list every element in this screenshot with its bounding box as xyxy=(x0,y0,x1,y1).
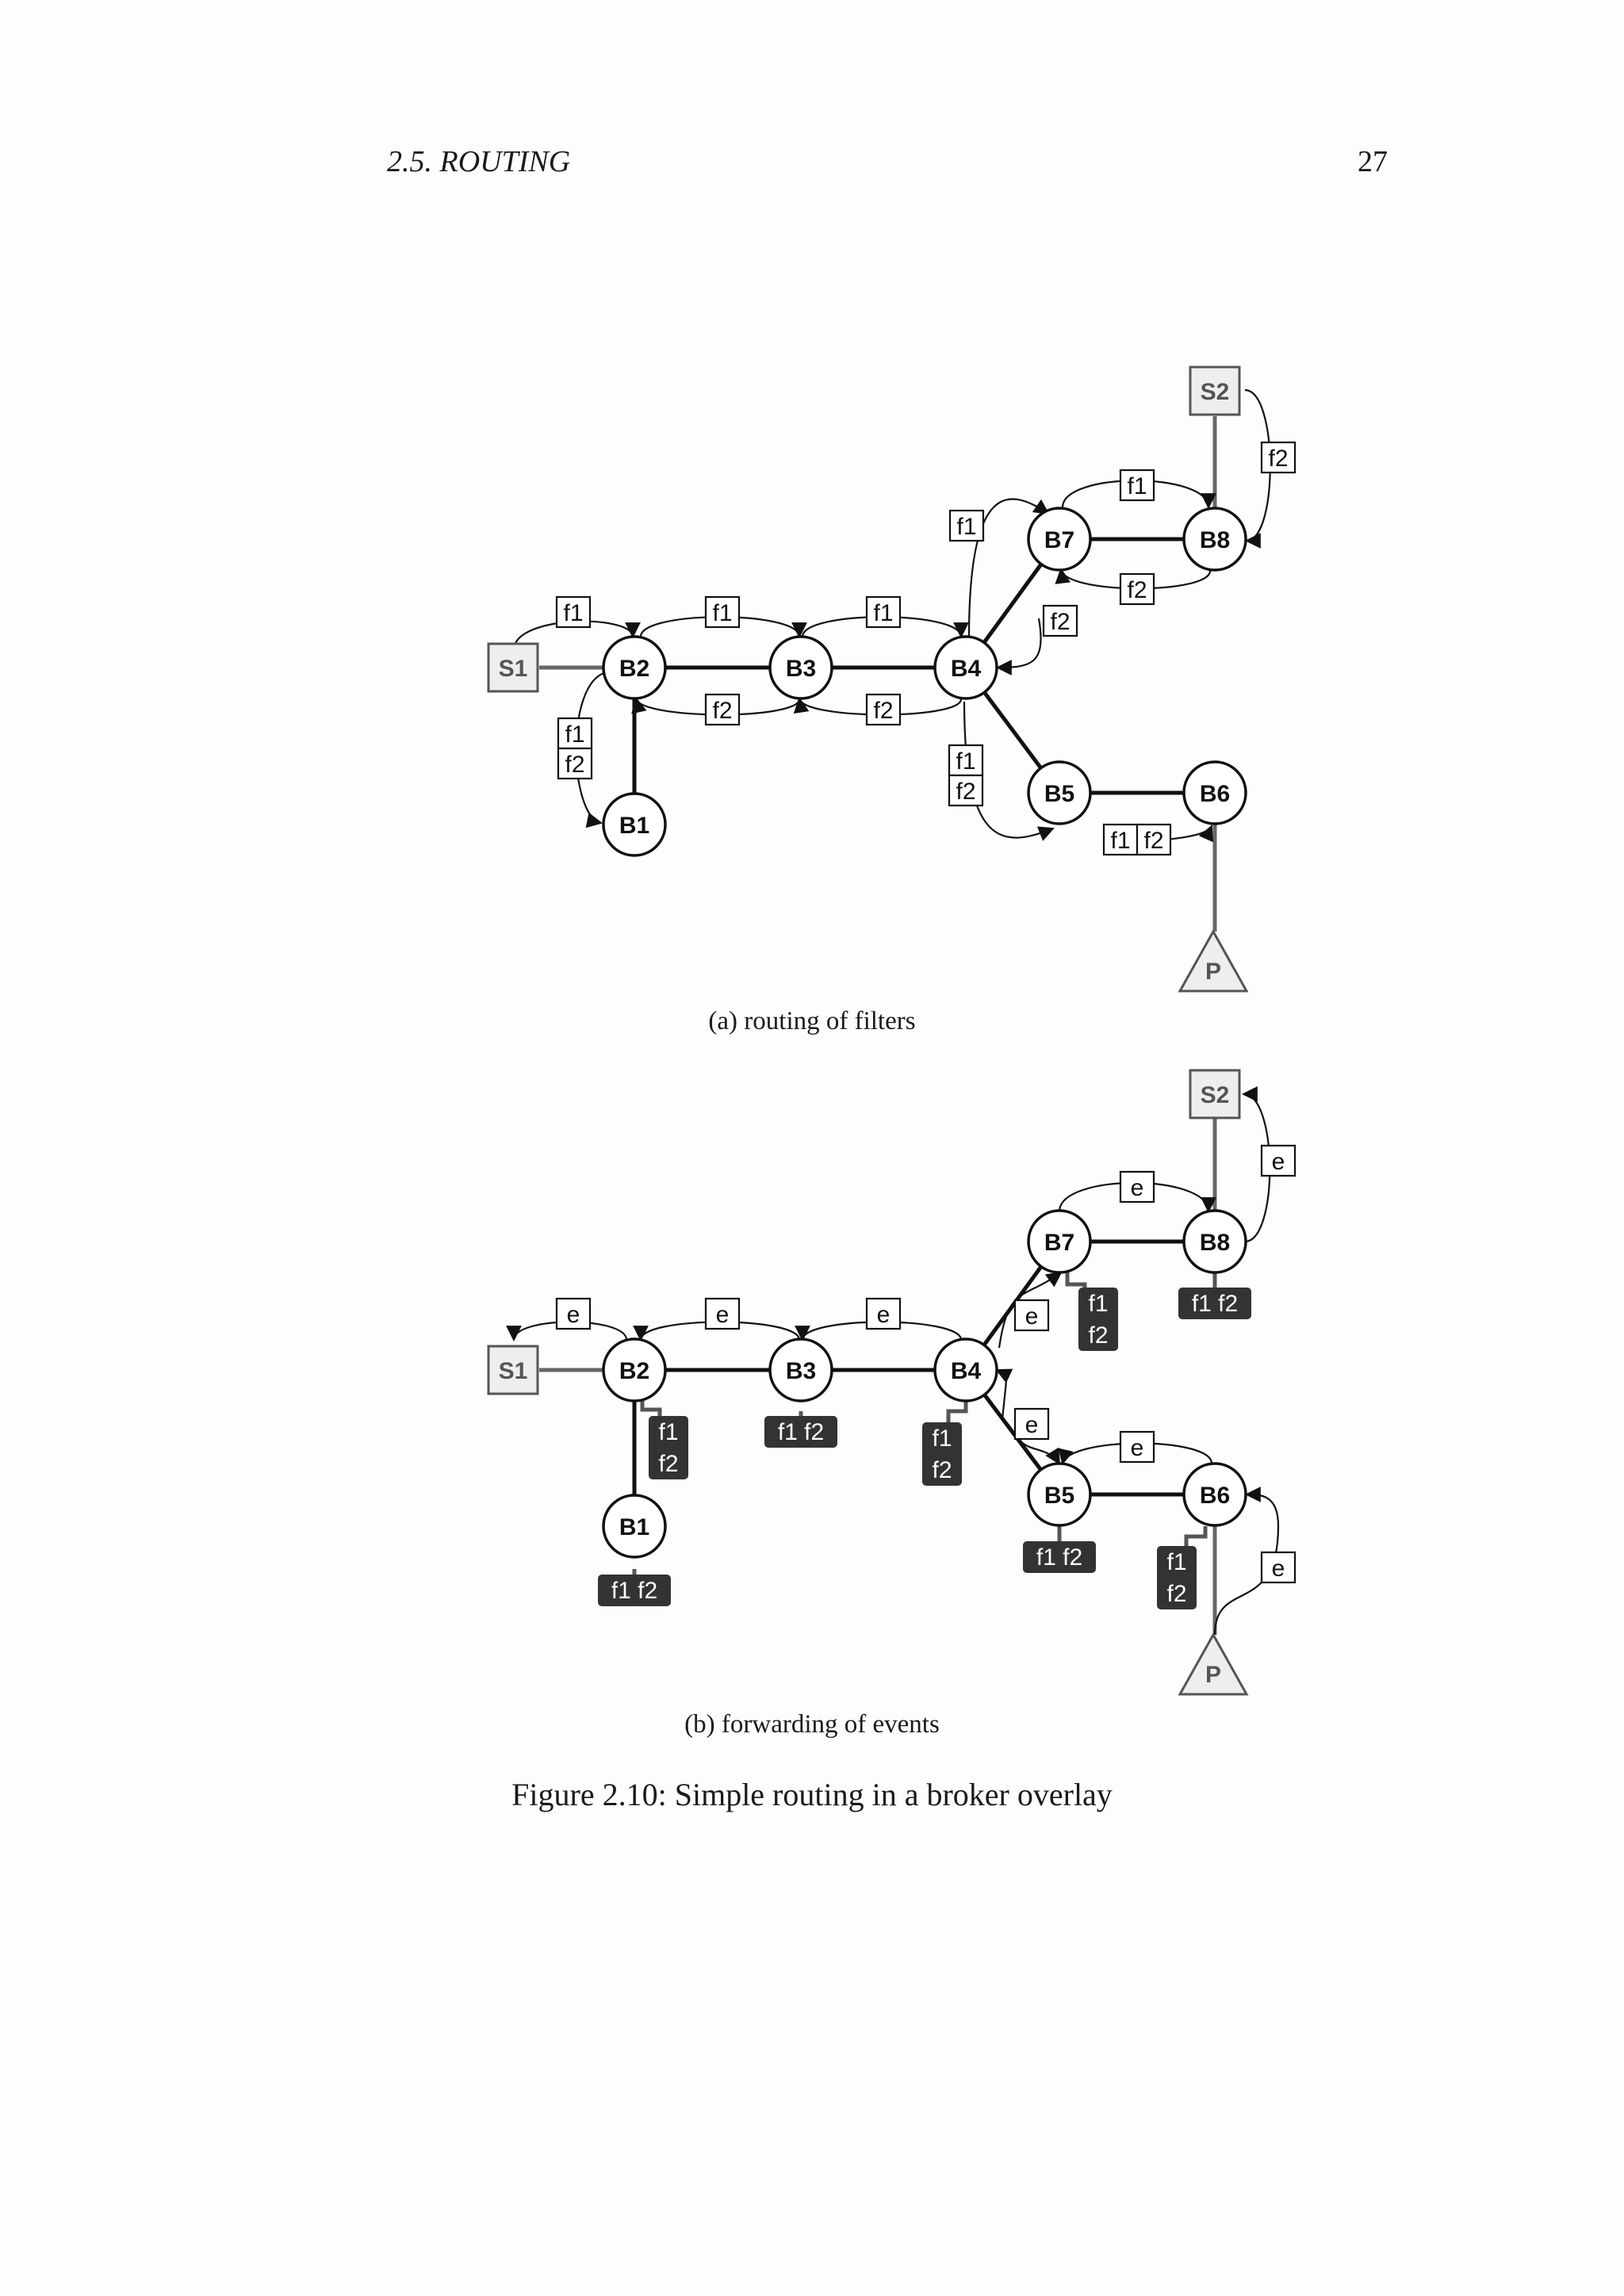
tag-f1: f1 xyxy=(956,514,976,540)
s1-label: S1 xyxy=(499,656,528,682)
p-label: P xyxy=(1205,1662,1221,1688)
client-links xyxy=(539,416,1217,932)
table-tag-f1f2: f1 f2 xyxy=(1036,1544,1082,1571)
broker-b8: B8 xyxy=(1200,1230,1230,1256)
table-tag-f1f2: f1 f2 xyxy=(611,1578,657,1604)
figure-b-forwarding-of-events: e e e e e e e e e f1 f2 f1 f2 f1 f2 f1 f… xyxy=(487,1069,1297,1696)
s1-label: S1 xyxy=(499,1358,528,1384)
tag-f2: f2 xyxy=(1127,577,1147,603)
tag-e: e xyxy=(1025,1412,1039,1438)
table-stubs xyxy=(632,1272,1217,1578)
broker-b6: B6 xyxy=(1200,781,1230,807)
subcaption-b: (b) forwarding of events xyxy=(684,1710,940,1739)
tag-f1: f1 xyxy=(712,600,732,626)
tag-f1: f1 xyxy=(873,600,893,626)
tag-e: e xyxy=(1025,1303,1039,1330)
event-tags xyxy=(555,1144,1297,1584)
tag-f2: f2 xyxy=(873,698,893,724)
table-tag-f2: f2 xyxy=(932,1457,952,1483)
subscriber-s1 xyxy=(487,642,539,693)
broker-b1: B1 xyxy=(619,1514,649,1540)
broker-b6: B6 xyxy=(1200,1483,1230,1509)
table-tag-f1f2: f1 f2 xyxy=(778,1419,824,1445)
broker-b2: B2 xyxy=(619,1358,649,1384)
table-tag-f2: f2 xyxy=(658,1451,678,1477)
broker-nodes xyxy=(602,507,1247,857)
routing-tables xyxy=(598,1288,1251,1609)
broker-b1: B1 xyxy=(619,813,649,839)
tag-e: e xyxy=(877,1302,891,1328)
tag-e: e xyxy=(1272,1556,1285,1582)
tag-f2: f2 xyxy=(1268,446,1288,472)
broker-b7: B7 xyxy=(1044,527,1074,553)
table-tag-f1: f1 xyxy=(658,1419,678,1445)
s2-label: S2 xyxy=(1201,379,1230,405)
tag-f1: f1 xyxy=(563,600,583,626)
table-tag-f2: f2 xyxy=(1088,1322,1108,1349)
table-tag-f1: f1 xyxy=(1166,1549,1186,1575)
running-head: 2.5. ROUTING xyxy=(387,145,571,178)
tag-f1: f1 xyxy=(1127,473,1147,499)
tag-e: e xyxy=(716,1302,730,1328)
tag-f2: f2 xyxy=(1050,609,1070,635)
table-tag-f2: f2 xyxy=(1166,1581,1186,1607)
broker-b5: B5 xyxy=(1044,781,1074,807)
tag-f1: f1 xyxy=(956,748,975,775)
broker-b8: B8 xyxy=(1200,527,1230,553)
broker-b5: B5 xyxy=(1044,1483,1074,1509)
table-tag-f1: f1 xyxy=(932,1425,952,1452)
broker-b2: B2 xyxy=(619,656,649,682)
s2-label: S2 xyxy=(1201,1082,1230,1108)
tag-f2: f2 xyxy=(565,752,584,778)
table-tag-f1f2: f1 f2 xyxy=(1192,1291,1238,1317)
subcaption-a: (a) routing of filters xyxy=(708,1007,916,1035)
subscriber-s2 xyxy=(1189,365,1241,416)
filter-tags xyxy=(555,441,1297,856)
tag-e: e xyxy=(1131,1435,1144,1461)
broker-b3: B3 xyxy=(786,656,816,682)
subscriber-s2 xyxy=(1189,1069,1241,1119)
figure-a-routing-of-filters: f1 f1 f1 f1 f1 f2 f2 f2 f2 f2 f1 f2 f1 f… xyxy=(487,365,1297,993)
tag-e: e xyxy=(567,1302,580,1328)
subscriber-s1 xyxy=(487,1345,539,1395)
broker-b3: B3 xyxy=(786,1358,816,1384)
tag-f2: f2 xyxy=(956,779,975,805)
tag-e: e xyxy=(1131,1175,1144,1201)
table-tag-f1: f1 xyxy=(1088,1291,1108,1317)
tag-f1: f1 xyxy=(1110,828,1130,854)
broker-b4: B4 xyxy=(951,656,982,682)
broker-b4: B4 xyxy=(951,1358,982,1384)
page-number: 27 xyxy=(1358,145,1388,178)
tag-f1: f1 xyxy=(565,721,584,748)
tag-e: e xyxy=(1272,1149,1285,1175)
tag-f2: f2 xyxy=(712,698,732,724)
tag-f2: f2 xyxy=(1143,828,1163,854)
figure-caption: Figure 2.10: Simple routing in a broker … xyxy=(511,1777,1113,1812)
broker-b7: B7 xyxy=(1044,1230,1074,1256)
publisher-p xyxy=(1178,1632,1249,1696)
p-label: P xyxy=(1205,959,1221,985)
publisher-p xyxy=(1178,928,1249,993)
client-links xyxy=(539,1118,1217,1635)
broker-nodes xyxy=(602,1209,1247,1559)
